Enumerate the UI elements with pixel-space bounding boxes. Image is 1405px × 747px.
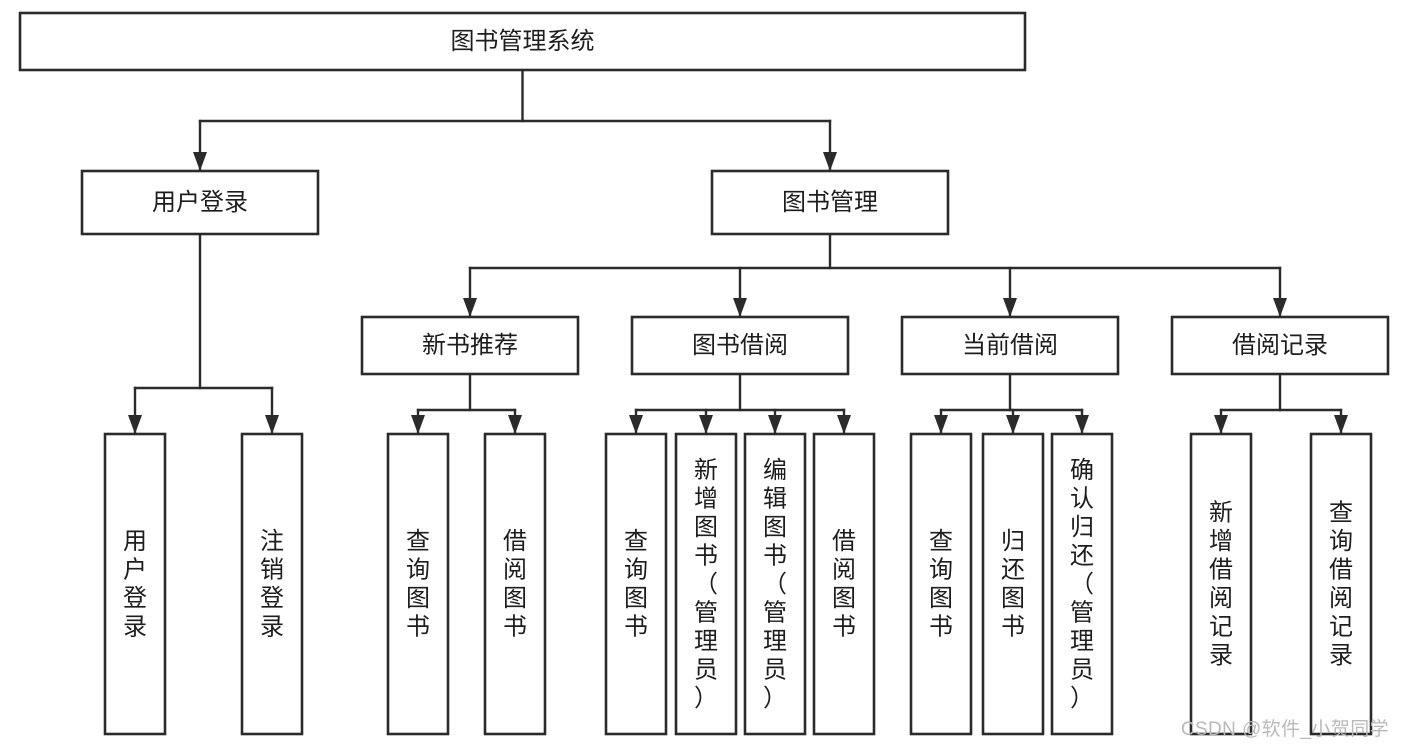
arrow-head-icon	[508, 415, 522, 434]
node-user-login[interactable]: 用户登录	[80, 169, 320, 236]
node-borrow-record-box[interactable]	[1170, 315, 1390, 376]
node-borrow-record-label: 借阅记录	[1232, 332, 1328, 359]
node-leaf-recommend-query-book-label: 查询图书	[406, 528, 430, 641]
node-leaf-current-confirm-return-label: 确认归还（管理员）	[1070, 457, 1094, 712]
node-leaf-record-add-box[interactable]	[1189, 432, 1253, 736]
node-book-manage-label: 图书管理	[782, 189, 878, 216]
node-book-borrow-label: 图书借阅	[692, 332, 788, 359]
node-leaf-user-logout-box[interactable]	[240, 432, 304, 736]
arrow-head-icon	[1334, 415, 1348, 434]
node-leaf-user-login-box[interactable]	[103, 432, 167, 736]
node-leaf-current-query-book-label: 查询图书	[929, 528, 953, 641]
arrow-head-icon	[934, 415, 948, 434]
node-leaf-current-return-book-box[interactable]	[981, 432, 1045, 736]
arrow-head-icon	[1273, 298, 1287, 317]
node-new-book-recommend[interactable]: 新书推荐	[360, 315, 580, 376]
node-leaf-borrow-borrow-book[interactable]: 借阅图书	[812, 432, 876, 736]
node-leaf-borrow-query-book[interactable]: 查询图书	[604, 432, 668, 736]
node-leaf-record-query[interactable]: 查询借阅记录	[1309, 432, 1373, 736]
node-borrow-record[interactable]: 借阅记录	[1170, 315, 1390, 376]
arrow-head-icon	[463, 298, 477, 317]
node-leaf-current-confirm-return-box[interactable]	[1050, 432, 1114, 736]
node-leaf-recommend-query-book-box[interactable]	[386, 432, 450, 736]
node-leaf-borrow-add-book-label: 新增图书（管理员）	[694, 457, 718, 712]
node-leaf-borrow-query-book-label: 查询图书	[624, 528, 648, 641]
node-current-borrow-label: 当前借阅	[962, 332, 1058, 359]
node-leaf-record-query-label: 查询借阅记录	[1329, 500, 1353, 670]
node-leaf-borrow-edit-book-label: 编辑图书（管理员）	[763, 457, 787, 712]
arrow-head-icon	[193, 152, 207, 171]
node-book-borrow-box[interactable]	[630, 315, 850, 376]
arrow-head-icon	[837, 415, 851, 434]
node-book-manage[interactable]: 图书管理	[710, 169, 950, 236]
node-root-root-label: 图书管理系统	[451, 28, 595, 55]
node-leaf-borrow-add-book[interactable]: 新增图书（管理员）	[674, 432, 738, 736]
arrow-head-icon	[1214, 415, 1228, 434]
node-leaf-current-query-book-box[interactable]	[909, 432, 973, 736]
node-leaf-current-query-book[interactable]: 查询图书	[909, 432, 973, 736]
node-user-login-box[interactable]	[80, 169, 320, 236]
node-leaf-record-add-label: 新增借阅记录	[1209, 500, 1233, 670]
node-leaf-recommend-query-book[interactable]: 查询图书	[386, 432, 450, 736]
node-current-borrow[interactable]: 当前借阅	[900, 315, 1120, 376]
node-new-book-recommend-box[interactable]	[360, 315, 580, 376]
node-user-login-label: 用户登录	[152, 189, 248, 216]
arrow-head-icon	[411, 415, 425, 434]
node-leaf-borrow-edit-book[interactable]: 编辑图书（管理员）	[743, 432, 807, 736]
node-leaf-recommend-borrow-book-box[interactable]	[483, 432, 547, 736]
node-leaf-current-return-book[interactable]: 归还图书	[981, 432, 1045, 736]
node-leaf-user-login-label: 用户登录	[123, 528, 147, 641]
node-leaf-borrow-add-book-box[interactable]	[674, 432, 738, 736]
arrow-head-icon	[128, 415, 142, 434]
node-book-manage-box[interactable]	[710, 169, 950, 236]
node-root-root[interactable]: 图书管理系统	[18, 11, 1027, 72]
node-leaf-current-return-book-label: 归还图书	[1001, 528, 1025, 641]
node-leaf-record-add[interactable]: 新增借阅记录	[1189, 432, 1253, 736]
node-leaf-borrow-query-book-box[interactable]	[604, 432, 668, 736]
arrow-head-icon	[699, 415, 713, 434]
arrow-head-icon	[733, 298, 747, 317]
arrow-head-icon	[1075, 415, 1089, 434]
arrow-head-icon	[823, 152, 837, 171]
node-leaf-recommend-borrow-book[interactable]: 借阅图书	[483, 432, 547, 736]
node-leaf-recommend-borrow-book-label: 借阅图书	[503, 528, 527, 641]
node-leaf-user-login[interactable]: 用户登录	[103, 432, 167, 736]
nodes-layer: 图书管理系统用户登录图书管理新书推荐图书借阅当前借阅借阅记录用户登录注销登录查询…	[18, 11, 1390, 736]
connectors-layer	[128, 68, 1348, 434]
node-leaf-user-logout[interactable]: 注销登录	[240, 432, 304, 736]
node-leaf-borrow-borrow-book-box[interactable]	[812, 432, 876, 736]
node-book-borrow[interactable]: 图书借阅	[630, 315, 850, 376]
node-leaf-current-confirm-return[interactable]: 确认归还（管理员）	[1050, 432, 1114, 736]
node-leaf-borrow-edit-book-box[interactable]	[743, 432, 807, 736]
arrow-head-icon	[629, 415, 643, 434]
node-leaf-borrow-borrow-book-label: 借阅图书	[832, 528, 856, 641]
arrow-head-icon	[265, 415, 279, 434]
node-current-borrow-box[interactable]	[900, 315, 1120, 376]
arrow-head-icon	[1006, 415, 1020, 434]
arrow-head-icon	[768, 415, 782, 434]
arrow-head-icon	[1003, 298, 1017, 317]
node-leaf-user-logout-label: 注销登录	[260, 528, 284, 641]
node-root-root-box[interactable]	[18, 11, 1027, 72]
node-leaf-record-query-box[interactable]	[1309, 432, 1373, 736]
node-new-book-recommend-label: 新书推荐	[422, 332, 518, 359]
